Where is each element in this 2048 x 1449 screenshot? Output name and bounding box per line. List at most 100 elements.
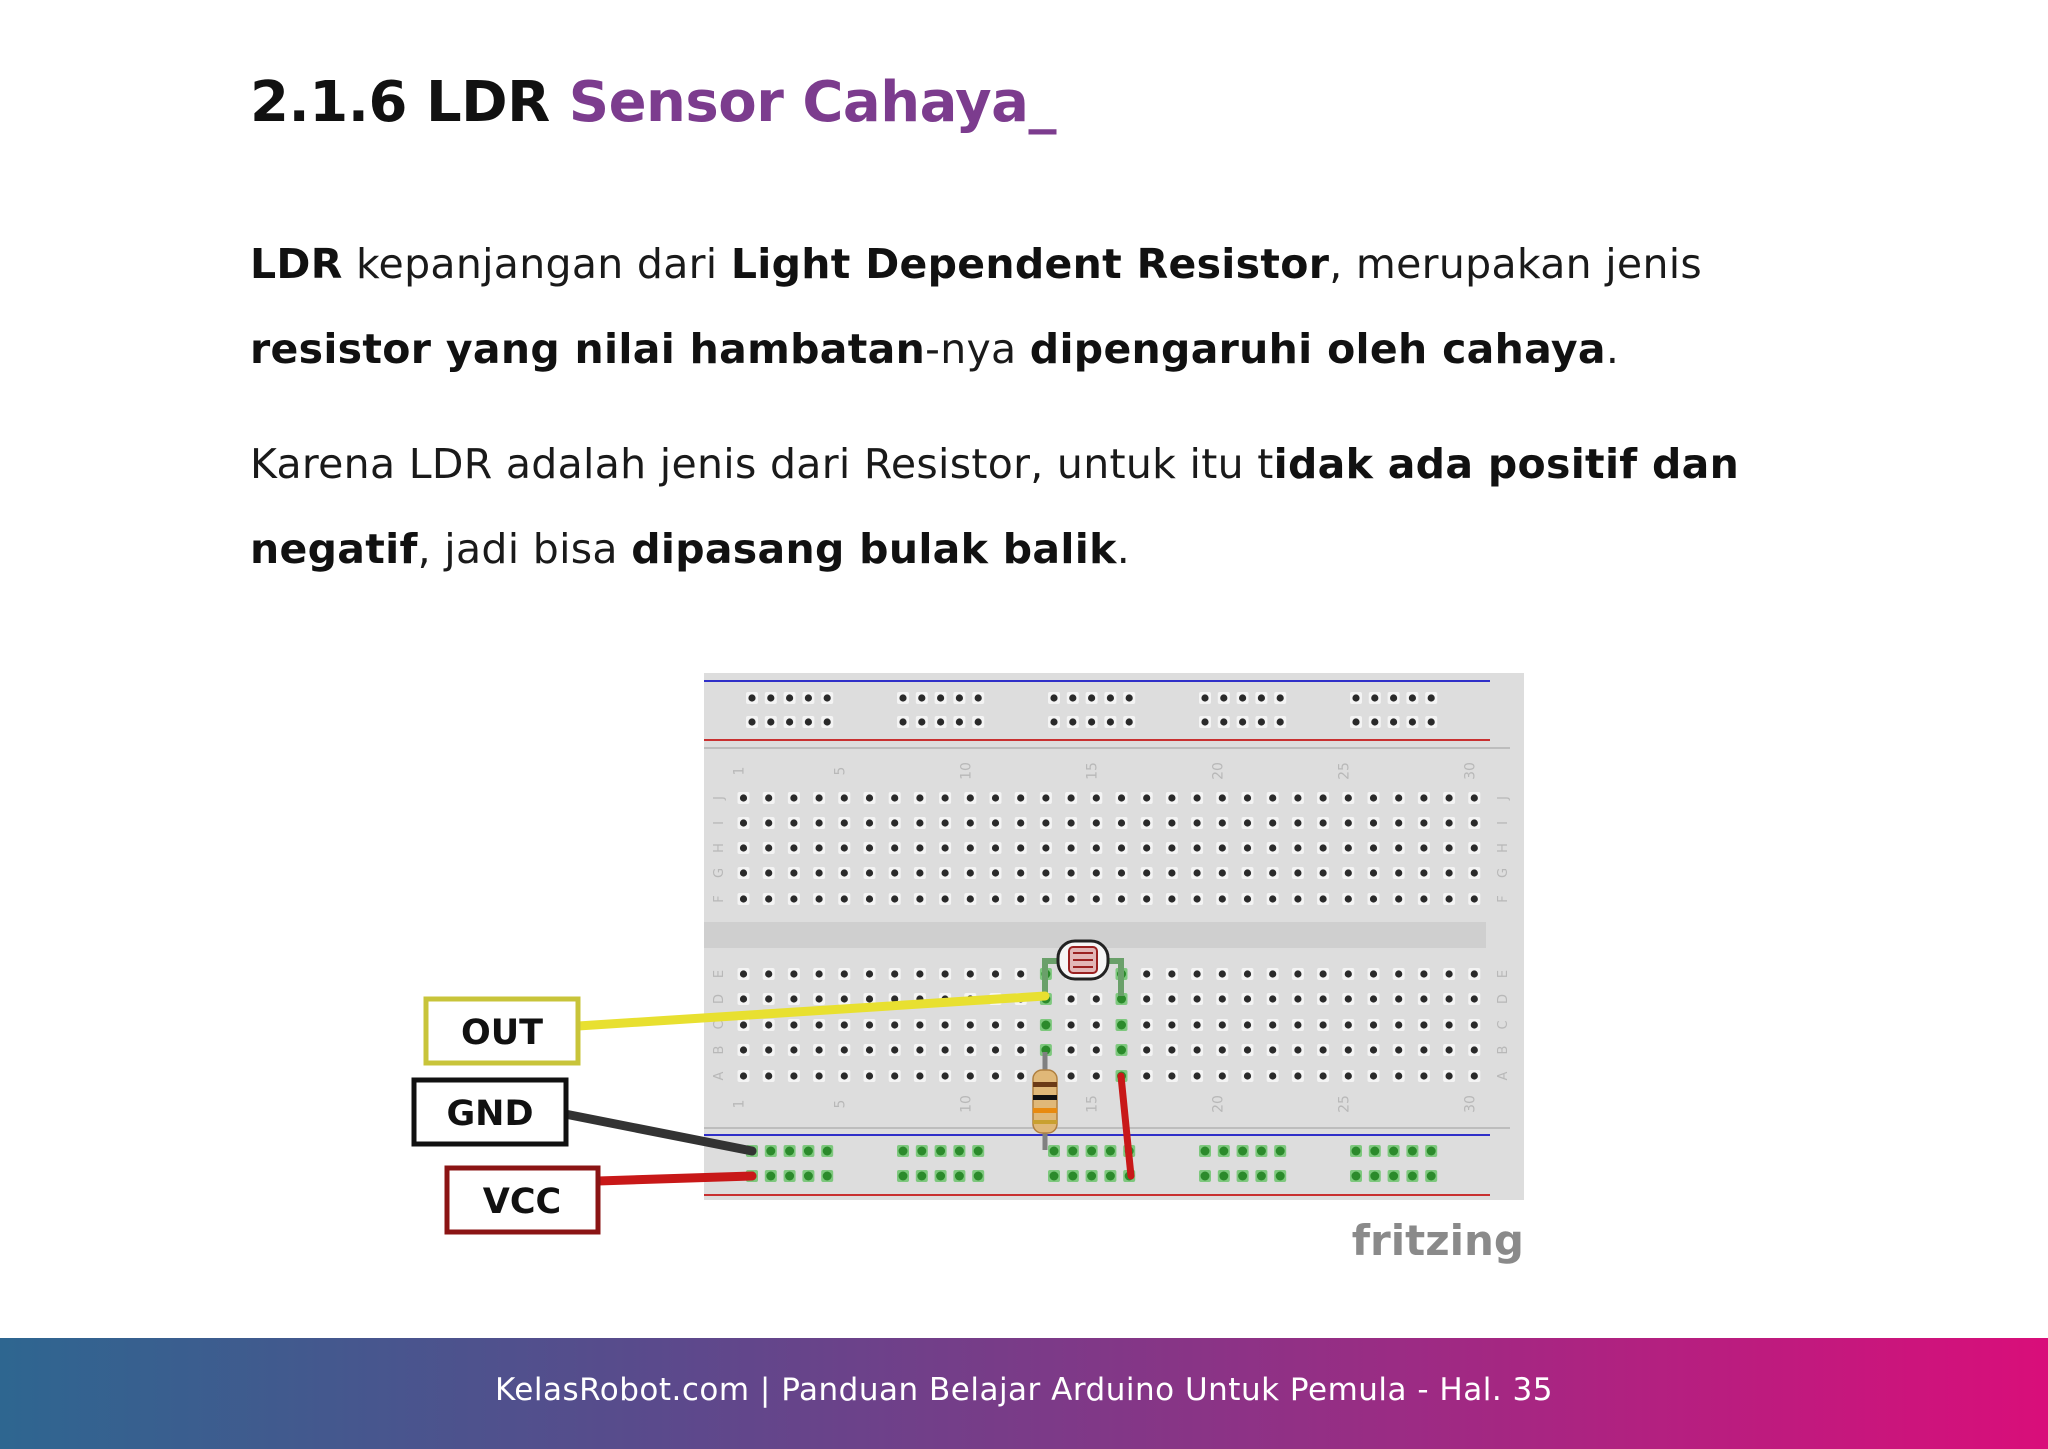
breadboard-hole xyxy=(1468,968,1481,980)
breadboard-hole xyxy=(1014,1019,1027,1031)
breadboard-hole-connected xyxy=(1406,1145,1419,1157)
breadboard-hole xyxy=(939,867,952,879)
breadboard-hole xyxy=(989,817,1002,829)
breadboard-hole xyxy=(1191,968,1204,980)
breadboard-hole-connected xyxy=(1387,1145,1400,1157)
breadboard-hole-connected xyxy=(1066,1170,1079,1182)
breadboard-hole xyxy=(737,993,750,1005)
breadboard-hole xyxy=(1387,716,1400,728)
breadboard-hole xyxy=(1165,1044,1178,1056)
breadboard-hole xyxy=(1443,867,1456,879)
breadboard-hole xyxy=(1367,1070,1380,1082)
breadboard-hole xyxy=(1291,867,1304,879)
breadboard-hole xyxy=(813,817,826,829)
breadboard-hole xyxy=(1443,968,1456,980)
vcc-label: VCC xyxy=(483,1182,561,1222)
breadboard-hole xyxy=(989,968,1002,980)
ldr-leg-left xyxy=(1042,958,1072,996)
breadboard-hole xyxy=(1217,692,1230,704)
breadboard-hole xyxy=(1266,993,1279,1005)
breadboard-hole xyxy=(1140,893,1153,905)
breadboard-hole xyxy=(1274,716,1287,728)
breadboard-hole xyxy=(913,817,926,829)
breadboard-hole-connected xyxy=(1115,1019,1128,1031)
breadboard-hole xyxy=(1291,893,1304,905)
breadboard-hole-connected xyxy=(1387,1170,1400,1182)
column-number-label: 20 xyxy=(1210,762,1226,780)
breadboard-hole xyxy=(1115,893,1128,905)
breadboard-hole xyxy=(964,1019,977,1031)
breadboard-hole xyxy=(762,1044,775,1056)
breadboard-hole xyxy=(1342,792,1355,804)
breadboard-hole-connected xyxy=(934,1170,947,1182)
breadboard-hole xyxy=(1367,817,1380,829)
breadboard-hole xyxy=(787,842,800,854)
breadboard-hole xyxy=(1165,792,1178,804)
breadboard-hole xyxy=(1241,792,1254,804)
breadboard-hole xyxy=(1066,716,1079,728)
breadboard-hole xyxy=(787,817,800,829)
out-box xyxy=(423,996,581,1066)
breadboard-hole xyxy=(802,716,815,728)
breadboard-hole-connected xyxy=(1255,1170,1268,1182)
breadboard-hole xyxy=(863,1044,876,1056)
breadboard-hole xyxy=(838,968,851,980)
breadboard-hole xyxy=(838,993,851,1005)
breadboard-hole xyxy=(1266,968,1279,980)
breadboard-hole xyxy=(1014,867,1027,879)
breadboard-hole xyxy=(762,993,775,1005)
breadboard-hole xyxy=(1392,1070,1405,1082)
breadboard-hole xyxy=(888,1070,901,1082)
breadboard-hole xyxy=(838,842,851,854)
breadboard-hole xyxy=(1317,1044,1330,1056)
breadboard-hole xyxy=(1387,692,1400,704)
breadboard-hole xyxy=(1468,1070,1481,1082)
breadboard-hole xyxy=(964,893,977,905)
breadboard-hole xyxy=(746,692,758,704)
breadboard-hole xyxy=(813,1070,826,1082)
breadboard-hole xyxy=(1255,716,1268,728)
breadboard-hole xyxy=(838,867,851,879)
breadboard-hole xyxy=(1123,692,1136,704)
breadboard-hole xyxy=(1014,842,1027,854)
breadboard-hole xyxy=(1140,968,1153,980)
row-letter-label: J xyxy=(1496,796,1511,801)
breadboard-hole xyxy=(1406,692,1419,704)
row-letter-label: G xyxy=(1496,868,1511,878)
breadboard-hole xyxy=(1236,692,1249,704)
breadboard-hole xyxy=(737,817,750,829)
breadboard-hole xyxy=(913,1070,926,1082)
breadboard-hole-connected xyxy=(1039,1070,1052,1082)
breadboard-hole xyxy=(737,1019,750,1031)
breadboard-hole xyxy=(964,792,977,804)
breadboard-hole xyxy=(1065,817,1078,829)
breadboard-hole xyxy=(1417,893,1430,905)
breadboard-hole xyxy=(1350,692,1362,704)
breadboard-hole xyxy=(1241,993,1254,1005)
breadboard-hole xyxy=(813,993,826,1005)
breadboard-hole xyxy=(1291,1019,1304,1031)
breadboard-hole xyxy=(1392,993,1405,1005)
breadboard-hole xyxy=(1140,867,1153,879)
breadboard-hole xyxy=(1266,1019,1279,1031)
breadboard-hole xyxy=(1317,893,1330,905)
breadboard-hole-connected xyxy=(1123,1145,1136,1157)
breadboard-hole xyxy=(813,1019,826,1031)
breadboard-hole xyxy=(989,1070,1002,1082)
out-label: OUT xyxy=(461,1013,543,1053)
breadboard-hole-connected xyxy=(1115,1070,1128,1082)
breadboard-hole xyxy=(787,1019,800,1031)
breadboard-hole xyxy=(888,968,901,980)
breadboard-hole xyxy=(1241,1044,1254,1056)
breadboard-hole-connected xyxy=(1039,968,1052,980)
breadboard-hole xyxy=(964,817,977,829)
breadboard-hole xyxy=(1039,867,1052,879)
row-letter-label: E xyxy=(1496,970,1511,978)
breadboard-hole xyxy=(1090,867,1103,879)
breadboard-hole xyxy=(1443,893,1456,905)
breadboard-hole xyxy=(1443,1044,1456,1056)
ldr-body xyxy=(1056,939,1110,981)
breadboard-hole xyxy=(915,716,928,728)
breadboard-hole xyxy=(787,792,800,804)
breadboard-hole xyxy=(1191,1044,1204,1056)
